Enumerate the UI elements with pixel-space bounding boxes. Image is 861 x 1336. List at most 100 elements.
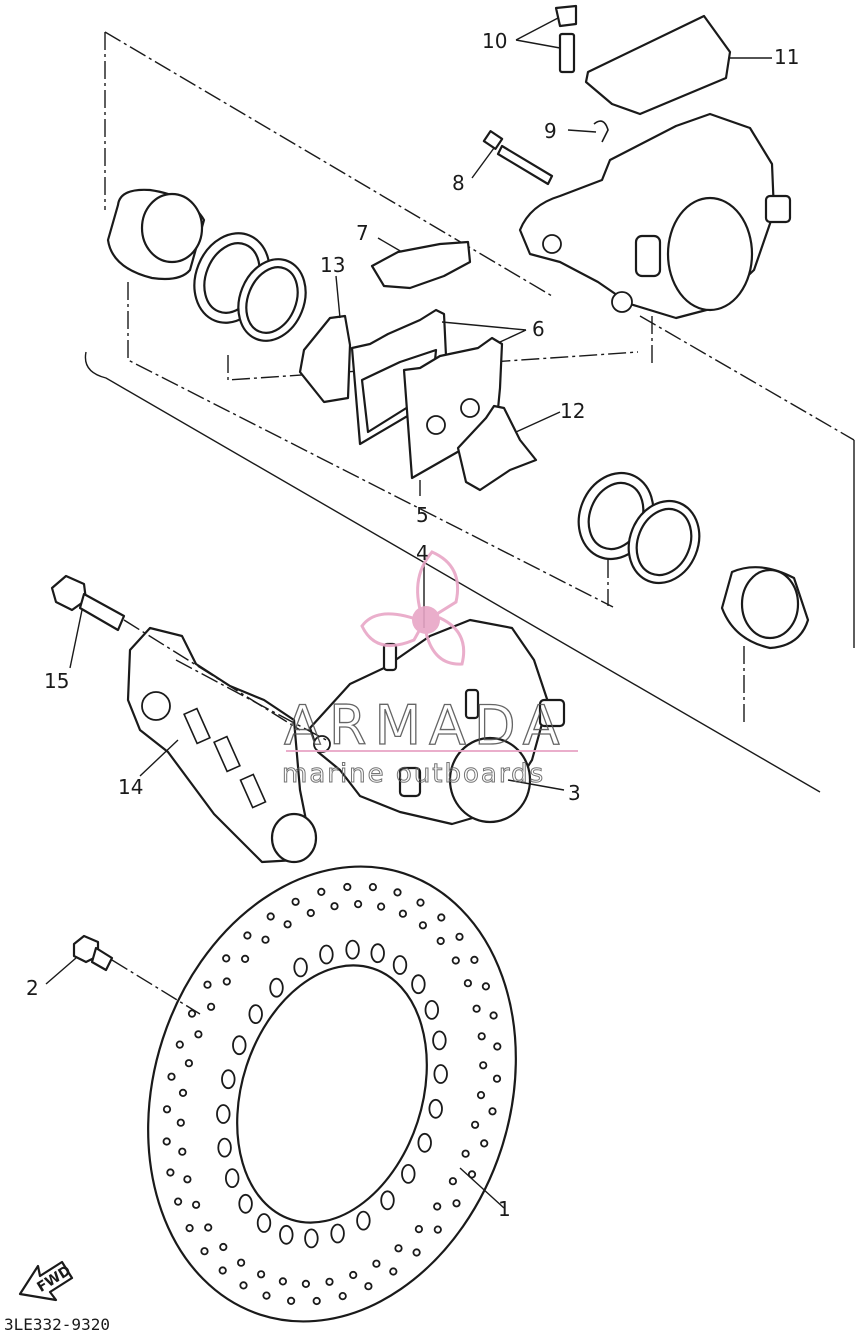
clip-9 bbox=[593, 120, 609, 143]
disc-hole bbox=[401, 1164, 416, 1184]
disc-hole bbox=[248, 1004, 263, 1024]
callout-10: 10 bbox=[482, 29, 507, 53]
disc-hole bbox=[269, 977, 284, 998]
disc-hole bbox=[279, 1224, 294, 1245]
disc-hole bbox=[221, 1069, 236, 1090]
callout-7: 7 bbox=[356, 221, 369, 245]
disc-hole bbox=[176, 1118, 185, 1127]
disc-hole bbox=[238, 1193, 253, 1214]
disc-hole bbox=[194, 1030, 203, 1039]
watermark-brand: ARMADA bbox=[284, 694, 568, 757]
pad-shim-12 bbox=[456, 404, 538, 492]
disc-hole bbox=[437, 913, 446, 922]
disc-hole bbox=[368, 882, 377, 892]
disc-hole bbox=[218, 1266, 227, 1275]
disc-hole bbox=[433, 1225, 442, 1234]
disc-hole bbox=[262, 1291, 271, 1300]
disc-hole bbox=[463, 979, 472, 988]
disc-hole bbox=[312, 1296, 321, 1306]
pad-spring-7 bbox=[370, 240, 472, 290]
disc-hole bbox=[451, 956, 460, 965]
disc-hole bbox=[376, 902, 386, 911]
disc-hole bbox=[356, 1210, 371, 1231]
disc-hole bbox=[417, 1132, 432, 1153]
disc-hole bbox=[185, 1224, 194, 1233]
disc-hole bbox=[338, 1292, 347, 1301]
piston-lower bbox=[720, 566, 810, 650]
disc-hole bbox=[418, 921, 427, 930]
disc-hole bbox=[306, 908, 315, 918]
callout-6: 6 bbox=[532, 317, 545, 341]
disc-hole bbox=[372, 1259, 381, 1268]
disc-hole bbox=[200, 1247, 209, 1256]
leader-lines bbox=[45, 17, 772, 1209]
disc-hole bbox=[217, 1137, 232, 1158]
disc-hole bbox=[480, 1139, 489, 1148]
disc-hole bbox=[166, 1168, 175, 1177]
disc-hole bbox=[256, 1213, 272, 1233]
disc-hole bbox=[319, 944, 334, 965]
pad-pin-8 bbox=[482, 130, 554, 186]
disc-hole bbox=[162, 1137, 171, 1146]
disc-hole bbox=[345, 939, 360, 960]
callout-11: 11 bbox=[774, 45, 799, 69]
disc-hole bbox=[162, 1105, 172, 1114]
disc-hole bbox=[266, 912, 275, 921]
caliper-bracket-14 bbox=[126, 626, 318, 864]
callout-3: 3 bbox=[568, 781, 581, 805]
disc-hole bbox=[291, 897, 300, 906]
disc-hole bbox=[239, 1281, 248, 1290]
watermark-tagline: marine outboards bbox=[282, 759, 545, 789]
disc-hole bbox=[481, 982, 490, 991]
disc-hole bbox=[237, 1258, 246, 1267]
disc-hole bbox=[178, 1088, 188, 1098]
armada-watermark: ARMADA marine outboards bbox=[282, 550, 578, 790]
disc-hole bbox=[416, 898, 425, 907]
disc-hole bbox=[293, 957, 308, 978]
disc-hole bbox=[470, 955, 479, 965]
bolt-2 bbox=[72, 934, 114, 972]
disc-hole bbox=[364, 1282, 373, 1291]
disc-hole bbox=[394, 1244, 403, 1253]
disc-hole bbox=[222, 977, 231, 986]
callout-12: 12 bbox=[560, 399, 585, 423]
disc-hole bbox=[207, 1002, 216, 1011]
disc-hole bbox=[187, 1009, 197, 1018]
disc-hole bbox=[167, 1072, 176, 1081]
disc-hole bbox=[241, 954, 250, 964]
disc-hole bbox=[204, 1223, 213, 1232]
bleed-screw-10 bbox=[554, 4, 578, 74]
disc-hole bbox=[283, 920, 292, 929]
seal-upper bbox=[193, 232, 307, 342]
disc-hole bbox=[232, 1035, 247, 1056]
disc-hole bbox=[436, 936, 445, 946]
callout-14: 14 bbox=[118, 775, 143, 799]
pad-cover-11 bbox=[584, 14, 732, 116]
disc-hole bbox=[330, 1223, 345, 1244]
disc-hole bbox=[243, 931, 252, 940]
disc-hole bbox=[222, 954, 231, 963]
callout-13: 13 bbox=[320, 253, 345, 277]
disc-hole bbox=[219, 1242, 228, 1252]
disc-hole bbox=[477, 1032, 486, 1041]
disc-hole bbox=[175, 1040, 184, 1049]
disc-hole bbox=[448, 1177, 457, 1186]
disc-hole bbox=[178, 1147, 187, 1156]
disc-hole bbox=[476, 1091, 486, 1100]
disc-hole bbox=[278, 1277, 287, 1286]
disc-hole bbox=[470, 1120, 480, 1129]
fwd-direction-arrow: FWD bbox=[18, 1260, 74, 1302]
disc-hole bbox=[203, 980, 212, 989]
callout-2: 2 bbox=[26, 976, 39, 1000]
seal-lower bbox=[577, 471, 701, 585]
disc-hole bbox=[317, 887, 326, 897]
disc-hole bbox=[325, 1277, 334, 1286]
disc-hole bbox=[414, 1225, 423, 1234]
disc-hole bbox=[349, 1270, 358, 1280]
disc-hole bbox=[433, 1064, 448, 1084]
disc-hole bbox=[174, 1197, 183, 1206]
disc-hole bbox=[452, 1199, 461, 1208]
disc-hole bbox=[392, 955, 408, 975]
disc-hole bbox=[411, 974, 426, 995]
